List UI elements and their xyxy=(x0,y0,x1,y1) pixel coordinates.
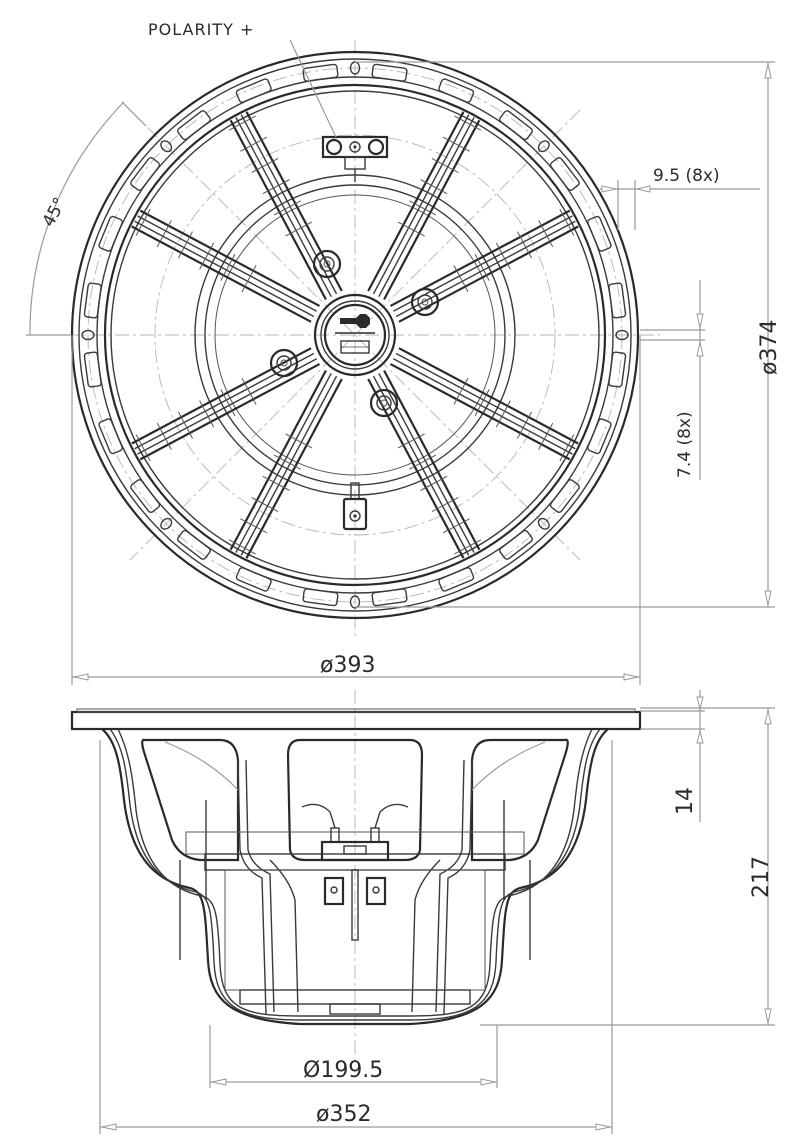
vent-plug xyxy=(329,1003,381,1015)
ring-slot xyxy=(130,157,161,191)
ring-slot xyxy=(302,63,339,82)
cone-ring-3 xyxy=(214,194,496,476)
ring-slot xyxy=(83,282,102,319)
depth-dim-label: 217 xyxy=(749,856,774,898)
ring-slot xyxy=(83,351,102,388)
mounting-hole xyxy=(349,595,361,609)
flange-dim-label: 14 xyxy=(673,787,698,815)
mounting-hole xyxy=(615,329,629,341)
spoke xyxy=(367,369,482,559)
center-cap-logo xyxy=(313,293,397,377)
side-view: 14 217 Ø199.5 ø352 xyxy=(70,690,775,1134)
spoke xyxy=(228,111,343,301)
basket-window-left xyxy=(141,738,240,862)
brand-logo-icon xyxy=(340,314,370,328)
basket-ring xyxy=(103,83,607,587)
ring-slot xyxy=(438,78,475,103)
spokes xyxy=(131,111,579,559)
spoke xyxy=(367,111,482,301)
ring-slot xyxy=(608,351,627,388)
spoke xyxy=(228,369,343,559)
ring-slot xyxy=(98,418,123,455)
spoke xyxy=(131,347,321,462)
front-view: POLARITY + 45° 9.5 (8x) 7.4 (8x) ø374 xyxy=(26,20,782,685)
ring-slot xyxy=(177,529,211,560)
ring-slot xyxy=(98,215,123,252)
slot-ring-inner xyxy=(96,76,614,594)
polarity-leader xyxy=(289,39,337,138)
ring-slot xyxy=(608,282,627,319)
ring-slot xyxy=(302,588,339,607)
ring-slot xyxy=(371,63,408,82)
magnet-dim-label: Ø199.5 xyxy=(303,1058,383,1083)
ring-slot xyxy=(587,215,612,252)
basket-dim-label: ø352 xyxy=(316,1102,371,1127)
polarity-terminal xyxy=(321,135,389,182)
mounting-hole xyxy=(160,517,173,530)
ring-slots xyxy=(83,63,627,607)
cone-ring-2 xyxy=(204,184,506,486)
spoke xyxy=(389,208,579,323)
ring-slot xyxy=(130,479,161,513)
polarity-label: POLARITY + xyxy=(148,20,254,39)
ring-slot xyxy=(499,529,533,560)
ring-slot xyxy=(371,588,408,607)
mounting-hole xyxy=(537,140,550,153)
cone-ring-dash xyxy=(154,134,556,536)
rim-inner-edge xyxy=(78,58,632,612)
ring-slot xyxy=(549,479,580,513)
ring-slot xyxy=(235,567,272,592)
mounting-hole xyxy=(537,517,550,530)
mounting-hole xyxy=(160,140,173,153)
mounting-holes xyxy=(81,61,629,609)
side-terminals xyxy=(301,803,409,941)
ring-slot xyxy=(438,567,475,592)
mounting-flange xyxy=(70,710,642,731)
ring-slot xyxy=(499,110,533,141)
angle-label: 45° xyxy=(39,194,71,230)
basket-outline xyxy=(101,728,609,1026)
basket-window-center xyxy=(286,738,424,862)
outer-diameter-dim-label: ø393 xyxy=(320,653,375,678)
basket-ribs xyxy=(179,759,531,1015)
angle-arc xyxy=(29,101,125,336)
basket-window-right xyxy=(470,738,569,862)
spoke xyxy=(131,208,321,323)
diagonal-centerline-2 xyxy=(129,109,581,561)
bolt-circle xyxy=(87,67,623,603)
spoke xyxy=(389,347,579,462)
magnet-bolts xyxy=(269,249,440,418)
basket-ring-inner xyxy=(110,90,600,580)
ring-slot xyxy=(587,418,612,455)
hole-width-dim-label: 7.4 (8x) xyxy=(675,411,695,478)
bolt-circle-dim-label: ø374 xyxy=(757,320,782,375)
ring-slot xyxy=(549,157,580,191)
mounting-hole xyxy=(81,329,95,341)
slot-dim-label: 9.5 (8x) xyxy=(653,166,720,186)
ring-slot xyxy=(235,78,272,103)
ring-slot xyxy=(177,110,211,141)
bottom-terminal xyxy=(342,482,368,531)
